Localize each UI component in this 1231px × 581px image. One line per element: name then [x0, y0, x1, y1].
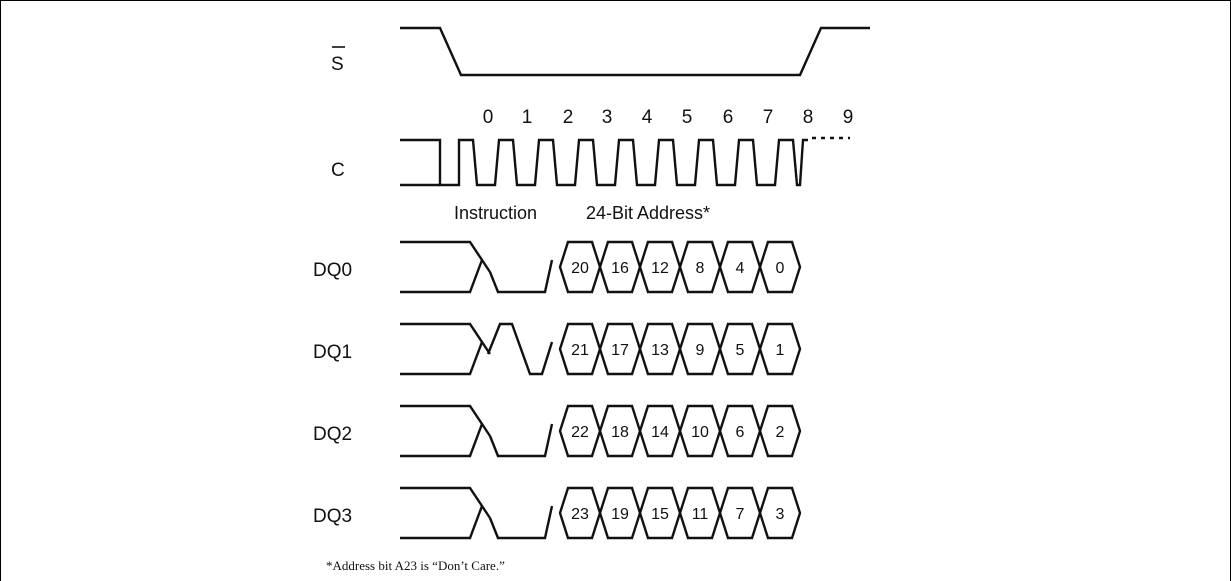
tick-label: 7 [763, 107, 774, 128]
address-bit-label: 2 [776, 424, 785, 441]
address-bit-label: 5 [736, 342, 745, 359]
address-bit-label: 12 [651, 260, 669, 277]
address-bit-label: 14 [651, 424, 669, 441]
signal-label-dq0: DQ0 [313, 260, 352, 281]
dq-lead-upper [400, 486, 491, 519]
c-waveform [400, 138, 808, 187]
dq-lead-lower [400, 341, 484, 376]
address-bit-label: 17 [611, 342, 629, 359]
signal-label-dq3: DQ3 [313, 506, 352, 527]
address-bit-label: 3 [776, 506, 785, 523]
tick-label: 5 [682, 107, 693, 128]
address-bit-label: 18 [611, 424, 629, 441]
tick-label: 6 [723, 107, 734, 128]
address-bit-cell [758, 240, 802, 294]
dq-dont-care-toggle [486, 322, 554, 376]
dq3-lead-waveform [400, 486, 554, 540]
tick-label: 2 [563, 107, 574, 128]
address-bit-label: 0 [776, 260, 785, 277]
dq-lead-lower [400, 505, 484, 540]
address-bit-cell [758, 322, 802, 376]
address-bit-label: 16 [611, 260, 629, 277]
dq-lead-lower [400, 259, 484, 294]
address-bit-label: 9 [696, 342, 705, 359]
address-bit-label: 7 [736, 506, 745, 523]
address-bit-label: 19 [611, 506, 629, 523]
dq-lead-lower [400, 423, 484, 458]
address-bit-label: 6 [736, 424, 745, 441]
tick-label: 8 [803, 107, 814, 128]
signal-label-s: S [331, 54, 344, 75]
dq-dont-care-low [488, 423, 554, 458]
tick-label: 9 [843, 107, 854, 128]
clock-tick-labels: 0 1 2 3 4 5 6 7 8 9 [483, 107, 854, 128]
address-bit-label: 20 [571, 260, 589, 277]
address-bit-label: 21 [571, 342, 589, 359]
dq1-lead-waveform [400, 322, 554, 376]
signal-label-dq1: DQ1 [313, 342, 352, 363]
phase-label-address: 24-Bit Address* [586, 203, 710, 223]
footnote: *Address bit A23 is “Don’t Care.” [326, 558, 505, 573]
tick-label: 0 [483, 107, 494, 128]
address-bit-label: 22 [571, 424, 589, 441]
address-bit-label: 11 [692, 506, 709, 523]
dq-lead-upper [400, 240, 491, 273]
address-bit-cell [758, 404, 802, 458]
address-bit-cell [758, 486, 802, 540]
dq-dont-care-low [488, 505, 554, 540]
s-waveform [400, 26, 870, 77]
dq2-lead-waveform [400, 404, 554, 458]
phase-label-instruction: Instruction [454, 203, 537, 223]
address-bit-label: 1 [776, 342, 785, 359]
address-bit-label: 23 [571, 506, 589, 523]
dq-dont-care-low [488, 259, 554, 294]
address-bit-label: 4 [736, 260, 745, 277]
address-bit-label: 15 [651, 506, 669, 523]
address-bit-label: 10 [691, 424, 709, 441]
address-bit-label: 13 [651, 342, 669, 359]
dq-lead-upper [400, 404, 491, 437]
dq-lead-upper [400, 322, 491, 355]
tick-label: 4 [642, 107, 653, 128]
signal-label-c: C [331, 160, 345, 181]
signal-label-dq2: DQ2 [313, 424, 352, 445]
tick-label: 1 [522, 107, 533, 128]
dq0-lead-waveform [400, 240, 554, 294]
address-bit-label: 8 [696, 260, 705, 277]
dq-waveforms: 20 16 12 8 4 0 21 17 13 9 5 1 22 18 14 10 6 2 23 19 15 11 7 3 [400, 240, 802, 540]
tick-label: 3 [602, 107, 613, 128]
